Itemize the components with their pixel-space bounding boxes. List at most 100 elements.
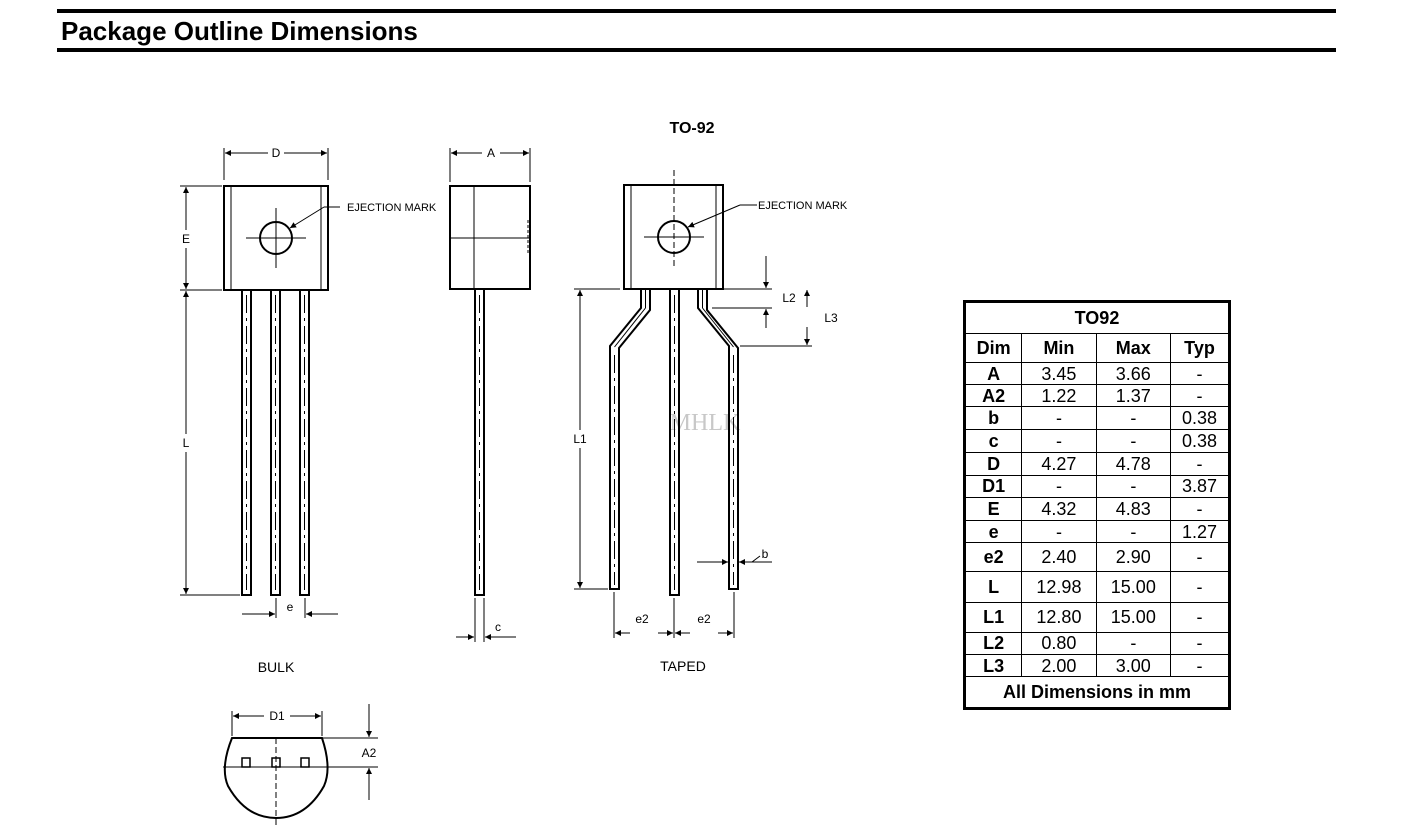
cell-min: - — [1021, 474, 1097, 498]
header-rule-bottom — [57, 48, 1336, 52]
cell-min: 2.00 — [1021, 653, 1097, 677]
cell-max: 15.00 — [1095, 571, 1172, 603]
dim-label-L3: L3 — [824, 311, 838, 325]
cell-typ: - — [1170, 653, 1228, 677]
cell-dim: E — [966, 496, 1023, 522]
cell-max: - — [1095, 406, 1172, 431]
cell-dim: c — [966, 429, 1023, 453]
taped-view — [574, 170, 812, 638]
dim-label-A2: A2 — [362, 746, 377, 760]
cell-max: - — [1095, 429, 1172, 453]
dim-label-A: A — [487, 146, 495, 160]
dim-label-D1: D1 — [269, 709, 285, 723]
bottom-body — [223, 737, 329, 820]
cell-min: - — [1021, 520, 1097, 544]
dim-label-e2-left: e2 — [635, 612, 649, 626]
package-name: TO-92 — [669, 120, 714, 137]
cell-min: 0.80 — [1021, 631, 1097, 655]
cell-max: - — [1095, 474, 1172, 498]
cell-typ: 0.38 — [1170, 406, 1228, 431]
cell-typ: - — [1170, 631, 1228, 655]
cell-typ: 0.38 — [1170, 429, 1228, 453]
bottom-view — [223, 704, 378, 826]
table-footer: All Dimensions in mm — [966, 676, 1228, 707]
cell-typ: - — [1170, 542, 1228, 573]
dim-label-L1: L1 — [573, 432, 587, 446]
dim-label-E: E — [182, 232, 190, 246]
bulk-label: BULK — [258, 659, 295, 675]
cell-max: 3.66 — [1095, 361, 1172, 386]
cell-min: 12.98 — [1021, 571, 1097, 603]
ejection-mark-label-bulk: EJECTION MARK — [347, 202, 437, 214]
watermark: MHLK — [670, 410, 741, 436]
bulk-front-view — [180, 148, 340, 618]
dim-label-b: b — [762, 547, 769, 561]
cell-dim: D1 — [966, 474, 1023, 498]
cell-dim: e — [966, 520, 1023, 544]
page-title: Package Outline Dimensions — [61, 16, 418, 46]
cell-max: - — [1095, 520, 1172, 544]
cell-min: - — [1021, 429, 1097, 453]
cell-min: 2.40 — [1021, 542, 1097, 573]
side-view — [449, 148, 531, 642]
cell-typ: 3.87 — [1170, 474, 1228, 498]
cell-dim: A — [966, 361, 1023, 386]
cell-min: 12.80 — [1021, 601, 1097, 633]
header-rule-top — [57, 9, 1336, 13]
cell-typ: - — [1170, 601, 1228, 633]
table-row: e--1.27 — [966, 520, 1228, 544]
column-header-typ: Typ — [1170, 332, 1228, 363]
dim-label-e: e — [287, 600, 294, 614]
column-header-dim: Dim — [966, 332, 1023, 363]
cell-max: 15.00 — [1095, 601, 1172, 633]
cell-typ: 1.27 — [1170, 520, 1228, 544]
dim-label-L: L — [183, 436, 190, 450]
dim-label-D: D — [272, 146, 281, 160]
cell-typ: - — [1170, 384, 1228, 408]
cell-dim: L2 — [966, 631, 1023, 655]
cell-min: 4.27 — [1021, 451, 1097, 476]
dim-label-e2-right: e2 — [697, 612, 711, 626]
column-header-max: Max — [1095, 332, 1172, 363]
cell-dim: L1 — [966, 601, 1023, 633]
table-title: TO92 — [966, 303, 1228, 334]
cell-max: 1.37 — [1095, 384, 1172, 408]
cell-min: 4.32 — [1021, 496, 1097, 522]
cell-min: 1.22 — [1021, 384, 1097, 408]
cell-max: 2.90 — [1095, 542, 1172, 573]
column-header-min: Min — [1021, 332, 1097, 363]
cell-dim: D — [966, 451, 1023, 476]
dim-label-L2: L2 — [782, 291, 796, 305]
cell-min: 3.45 — [1021, 361, 1097, 386]
cell-dim: b — [966, 406, 1023, 431]
table-row: c--0.38 — [966, 429, 1228, 453]
table-row: b--0.38 — [966, 406, 1228, 431]
dim-label-c: c — [495, 620, 501, 634]
cell-max: 4.83 — [1095, 496, 1172, 522]
cell-max: - — [1095, 631, 1172, 655]
cell-dim: L — [966, 571, 1023, 603]
cell-typ: - — [1170, 496, 1228, 522]
taped-label: TAPED — [660, 658, 706, 674]
cell-max: 4.78 — [1095, 451, 1172, 476]
cell-dim: L3 — [966, 653, 1023, 677]
cell-max: 3.00 — [1095, 653, 1172, 677]
cell-typ: - — [1170, 361, 1228, 386]
ejection-mark-label-taped: EJECTION MARK — [758, 200, 848, 212]
table-row: D1--3.87 — [966, 474, 1228, 498]
cell-typ: - — [1170, 571, 1228, 603]
cell-min: - — [1021, 406, 1097, 431]
cell-dim: A2 — [966, 384, 1023, 408]
